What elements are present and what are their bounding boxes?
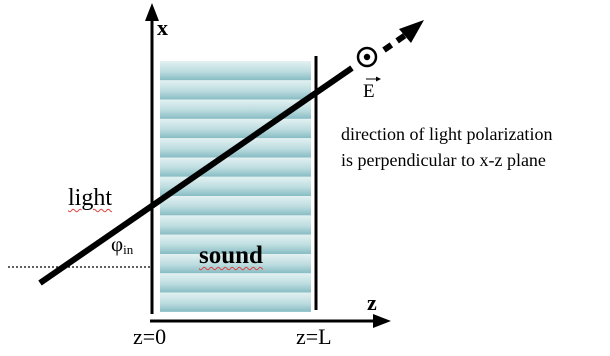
light-ray: [38, 65, 354, 286]
angle-subscript: in: [123, 242, 134, 257]
sound-stripe: [160, 196, 311, 216]
z-L-label: z=L: [296, 324, 332, 349]
angle-symbol: φ: [111, 232, 124, 256]
polarization-note-line1: direction of light polarization: [341, 124, 553, 144]
z-zero-label: z=0: [133, 324, 167, 349]
polarization-dot: [363, 53, 371, 61]
e-vector-arrowhead: [376, 76, 381, 82]
field-E-label: E: [363, 81, 375, 102]
sound-stripe: [160, 176, 311, 197]
light-arrowhead: [399, 20, 424, 43]
sound-stripe: [160, 118, 311, 139]
x-axis-arrowhead: [145, 3, 159, 21]
sound-stripe: [160, 157, 311, 177]
sound-stripe: [160, 292, 311, 312]
z-axis-arrowhead: [373, 314, 391, 328]
sound-stripe: [160, 234, 311, 254]
sound-stripe: [160, 215, 311, 235]
sound-stripe: [160, 254, 311, 274]
incidence-angle-label: φin: [111, 232, 134, 257]
sound-stripe: [160, 273, 311, 293]
sound-stripe: [160, 80, 311, 100]
sound-stripe: [160, 99, 311, 119]
sound-medium: [160, 61, 311, 312]
z-axis-label: z: [367, 290, 377, 315]
light-label: light: [68, 185, 113, 211]
sound-label: sound: [199, 242, 263, 269]
polarization-note-line2: is perpendicular to x-z plane: [341, 150, 546, 170]
polarization-note: direction of light polarization is perpe…: [341, 121, 552, 173]
sound-stripe: [160, 61, 311, 81]
x-axis-label: x: [157, 15, 168, 40]
light-direction-dashes: [382, 31, 409, 53]
